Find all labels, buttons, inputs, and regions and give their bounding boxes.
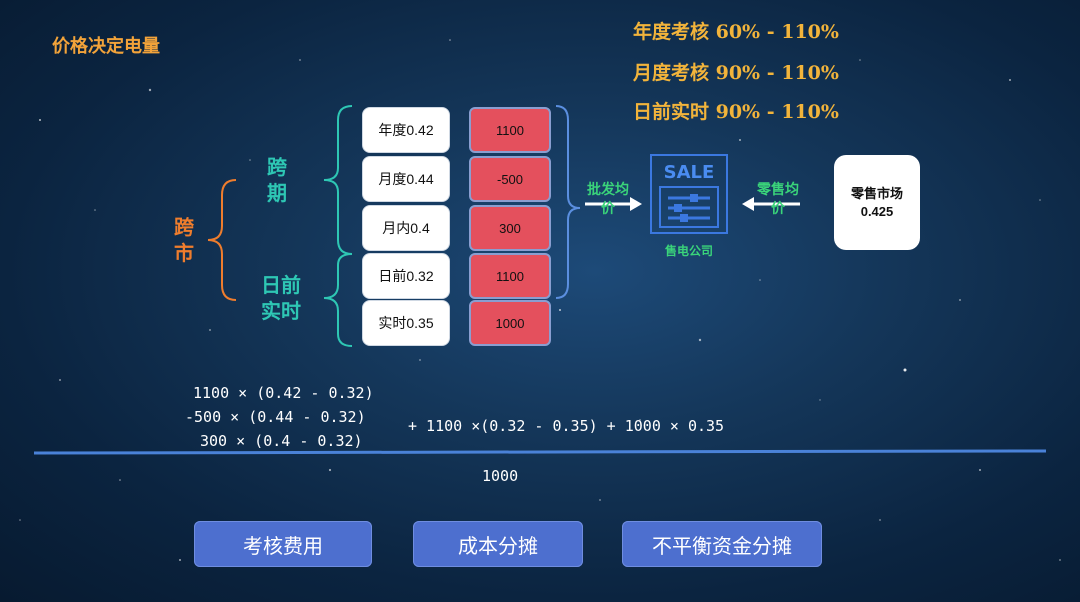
formula-line-2: -500 × (0.44 - 0.32) <box>185 408 366 426</box>
range-monthly: 月度考核 90% - 110% <box>633 62 839 84</box>
retail-market-box: 零售市场 0.425 <box>834 155 920 250</box>
cost-allocation-button[interactable]: 成本分摊 <box>413 521 583 567</box>
cross-market-label: 跨市 <box>174 215 194 265</box>
wholesale-avg-label: 批发均价 <box>587 182 629 217</box>
contract-label-realtime: 实时0.35 <box>362 300 450 346</box>
assessment-fee-button[interactable]: 考核费用 <box>194 521 372 567</box>
volume-day-ahead: 1100 <box>469 253 551 299</box>
retail-market-name: 零售市场 <box>850 185 903 201</box>
contract-label-monthly: 月度0.44 <box>362 156 450 202</box>
retail-market-price: 0.425 <box>860 203 894 219</box>
formula-tail: + 1100 ×(0.32 - 0.35) + 1000 × 0.35 <box>408 417 725 435</box>
volume-realtime: 1000 <box>469 300 551 346</box>
company-label: 售电公司 <box>664 244 713 258</box>
cross-period-label: 跨期 <box>267 155 287 205</box>
day-ahead-realtime-label: 日前实时 <box>261 273 301 323</box>
formula-line-3: 300 × (0.4 - 0.32) <box>200 432 363 450</box>
formula-line-1: 1100 × (0.42 - 0.32) <box>193 384 374 402</box>
contract-label-day-ahead: 日前0.32 <box>362 253 450 299</box>
formula-result: 1000 <box>482 467 519 485</box>
sale-icon: SALE <box>650 154 728 234</box>
volume-annual: 1100 <box>469 107 551 153</box>
page-title: 价格决定电量 <box>52 36 160 57</box>
volume-intramonth: 300 <box>469 205 551 251</box>
contract-label-intramonth: 月内0.4 <box>362 205 450 251</box>
contract-label-annual: 年度0.42 <box>362 107 450 153</box>
imbalance-fund-allocation-button[interactable]: 不平衡资金分摊 <box>622 521 822 567</box>
svg-text:SALE: SALE <box>664 162 715 183</box>
volume-monthly: -500 <box>469 156 551 202</box>
retail-avg-label: 零售均价 <box>757 182 799 217</box>
range-day-ahead: 日前实时 90% - 110% <box>633 101 839 123</box>
range-annual: 年度考核 60% - 110% <box>633 21 839 43</box>
